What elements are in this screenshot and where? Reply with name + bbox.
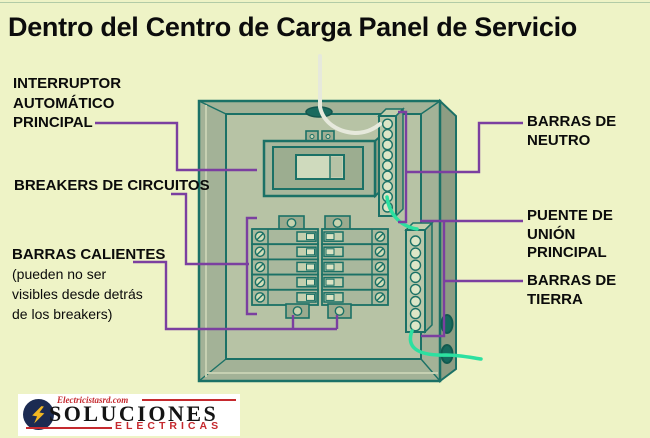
neutral-bar (377, 107, 405, 218)
service-entry-wire (318, 54, 382, 136)
logo-subtitle: ELECTRICAS (115, 420, 223, 432)
circuit-breakers (251, 215, 389, 319)
bonding-jumper-wire (385, 195, 419, 231)
box-right-exterior-face (439, 98, 457, 383)
page-title: Dentro del Centro de Carga Panel de Serv… (8, 12, 577, 42)
label-barras-de-neutro: BARRAS DE NEUTRO (527, 113, 617, 149)
box-corner-edge (198, 100, 227, 115)
logo-website: Electricistasrd.com (57, 395, 129, 405)
label-barras-calientes: BARRAS CALIENTES (12, 246, 166, 263)
box-corner-edge (420, 100, 441, 115)
connector-breakers-circuitos (171, 192, 249, 266)
ground-bar-terminals (409, 235, 422, 332)
bracket-ground-bar (421, 221, 446, 338)
box-corner-edge (420, 358, 441, 382)
label-puente-de-union-principal: PUENTE DE UNIÓN PRINCIPAL (527, 207, 613, 261)
connector-interruptor-principal (95, 121, 257, 172)
label-breakers-de-circuitos: BREAKERS DE CIRCUITOS (14, 177, 210, 194)
connector-barras-calientes (133, 260, 337, 331)
ground-bar (404, 221, 434, 334)
label-interruptor-automatico-principal: INTERRUPTOR AUTOMÁTICO PRINCIPAL (13, 75, 122, 131)
bracket-breakers-circuitos (245, 216, 257, 316)
lightning-bolt-icon (23, 399, 54, 430)
ground-exit-wire (408, 329, 483, 361)
logo-rule-top (142, 399, 236, 401)
top-border-line (0, 2, 650, 3)
logo-name: SOLUCIONES (49, 401, 219, 426)
label-barras-calientes-note: (pueden no ser visibles desde detrás de … (12, 266, 143, 322)
breaker-rows (251, 228, 389, 306)
box-corner-edge (198, 358, 227, 382)
connector-barras-neutro (406, 121, 523, 174)
logo-rule-bottom (26, 427, 112, 429)
main-breaker (262, 130, 385, 199)
label-barras-de-tierra: BARRAS DE TIERRA (527, 272, 617, 308)
logo-soluciones-electricas: Electricistasrd.com SOLUCIONES ELECTRICA… (18, 394, 240, 436)
bracket-neutral-bar (398, 110, 408, 224)
